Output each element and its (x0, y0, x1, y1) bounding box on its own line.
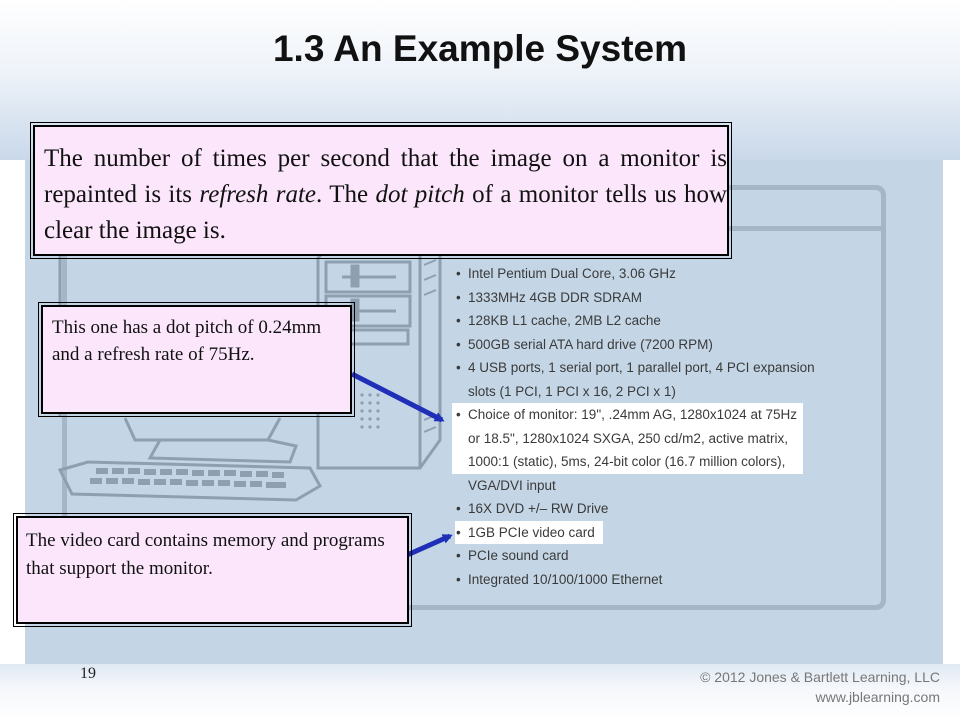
refresh-callout-text-3: of a monitor tells us how clear the imag… (44, 181, 728, 244)
refresh-callout-text-2: . The (316, 181, 376, 208)
spec-video-card: 1GB PCIe video card (455, 520, 603, 544)
keyboard-keys (90, 468, 286, 488)
copyright-text: © 2012 Jones & Bartlett Learning, LLC (700, 669, 940, 685)
refresh-rate-term: refresh rate (199, 181, 317, 208)
dot-pitch-arrow (350, 371, 445, 423)
system-spec-list: Intel Pentium Dual Core, 3.06 GHz 1333MH… (452, 262, 875, 592)
spec-sound-card: PCIe sound card (455, 544, 875, 568)
dot-pitch-term: dot pitch (375, 181, 465, 208)
spec-monitor-line4: VGA/DVI input (468, 477, 556, 493)
spec-ports: 4 USB ports, 1 serial port, 1 parallel p… (455, 356, 875, 380)
spec-memory: 1333MHz 4GB DDR SDRAM (455, 286, 875, 310)
refresh-callout-text-1: The number of times per second that the … (44, 145, 727, 208)
spec-monitor: Choice of monitor: 19", .24mm AG, 1280x1… (455, 403, 797, 427)
page-number: 19 (80, 665, 96, 682)
publisher-website: www.jblearning.com (815, 689, 941, 705)
dot-pitch-callout: This one has a dot pitch of 0.24mm and a… (38, 302, 355, 417)
spec-ethernet: Integrated 10/100/1000 Ethernet (455, 568, 875, 592)
spec-hard-drive: 500GB serial ATA hard drive (7200 RPM) (455, 333, 875, 357)
spec-ports-continued: slots (1 PCI, 1 PCI x 16, 2 PCI x 1) (468, 383, 676, 399)
refresh-rate-callout: The number of times per second that the … (30, 122, 732, 259)
video-card-callout: The video card contains memory and progr… (13, 513, 412, 627)
spec-dvd-drive: 16X DVD +/– RW Drive (455, 497, 875, 521)
slide-title: 1.3 An Example System (272, 28, 688, 69)
spec-monitor-line3: 1000:1 (static), 5ms, 24-bit color (16.7… (468, 454, 786, 469)
spec-cache: 128KB L1 cache, 2MB L2 cache (455, 309, 875, 333)
spec-monitor-line2: or 18.5", 1280x1024 SXGA, 250 cd/m2, act… (468, 430, 788, 446)
footer-background (0, 664, 960, 720)
spec-processor: Intel Pentium Dual Core, 3.06 GHz (455, 262, 875, 286)
copyright-notice: © 2012 Jones & Bartlett Learning, LLC ww… (700, 667, 940, 707)
keyboard-icon (57, 460, 323, 502)
spec-monitor-highlight: Choice of monitor: 19", .24mm AG, 1280x1… (452, 403, 803, 474)
tower-vent-dots (360, 393, 380, 429)
